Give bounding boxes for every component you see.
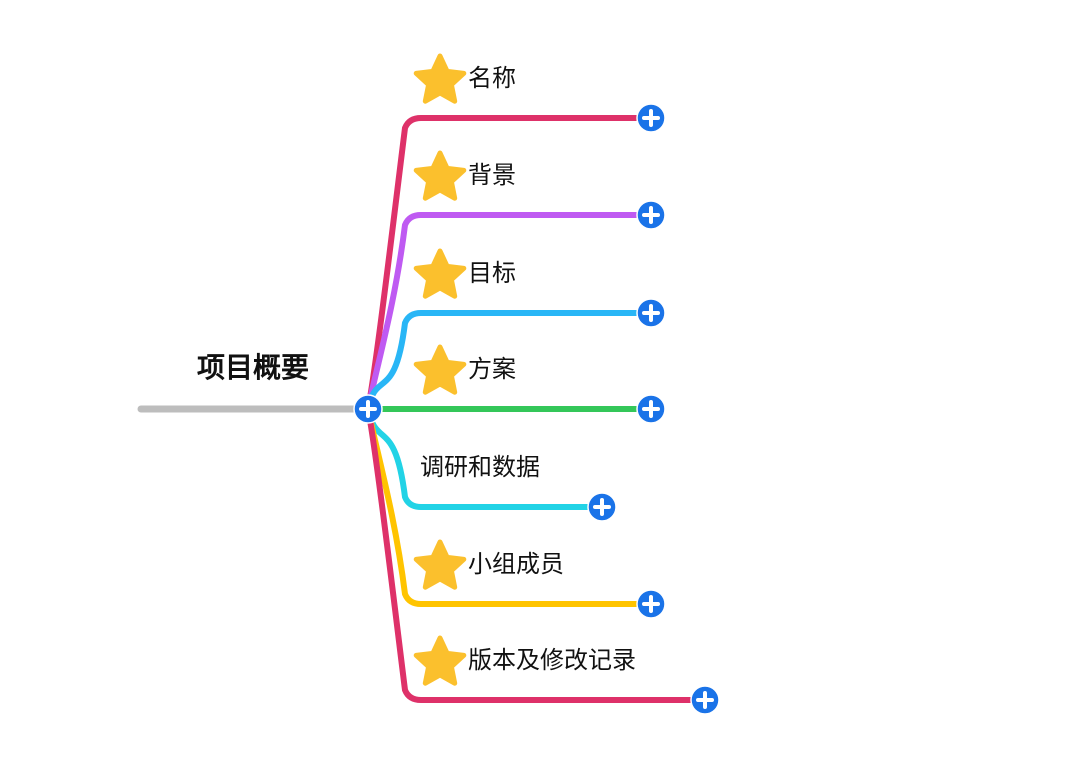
plus-icon <box>642 206 660 224</box>
star-icon <box>413 344 467 395</box>
branch-label[interactable]: 小组成员 <box>468 550 564 578</box>
plus-icon <box>642 595 660 613</box>
branch-line <box>365 115 654 412</box>
plus-icon <box>642 109 660 127</box>
branch-label[interactable]: 版本及修改记录 <box>468 646 636 674</box>
expand-branch-button[interactable] <box>690 685 720 715</box>
branch-line <box>365 310 654 412</box>
expand-branch-button[interactable] <box>636 200 666 230</box>
branch-line <box>365 406 708 703</box>
expand-branch-button[interactable] <box>636 589 666 619</box>
branch-label[interactable]: 方案 <box>468 355 516 383</box>
root-node-label[interactable]: 项目概要 <box>197 351 310 384</box>
star-icon <box>413 248 467 299</box>
branch-label[interactable]: 调研和数据 <box>420 453 540 481</box>
plus-icon <box>696 691 714 709</box>
expand-branch-button[interactable] <box>636 394 666 424</box>
expand-branch-button[interactable] <box>636 103 666 133</box>
plus-icon <box>593 498 611 516</box>
star-icon <box>413 53 467 104</box>
plus-icon <box>642 304 660 322</box>
expand-root-button[interactable] <box>353 394 383 424</box>
expand-branch-button[interactable] <box>587 492 617 522</box>
star-icon <box>413 150 467 201</box>
branch-line <box>365 406 605 510</box>
star-icon <box>413 539 467 590</box>
plus-icon <box>359 400 377 418</box>
branch-label[interactable]: 目标 <box>468 259 516 287</box>
branch-line <box>365 212 654 412</box>
star-icon <box>413 635 467 686</box>
branch-label[interactable]: 背景 <box>468 161 516 189</box>
expand-branch-button[interactable] <box>636 298 666 328</box>
plus-icon <box>642 400 660 418</box>
branch-label[interactable]: 名称 <box>468 64 516 92</box>
